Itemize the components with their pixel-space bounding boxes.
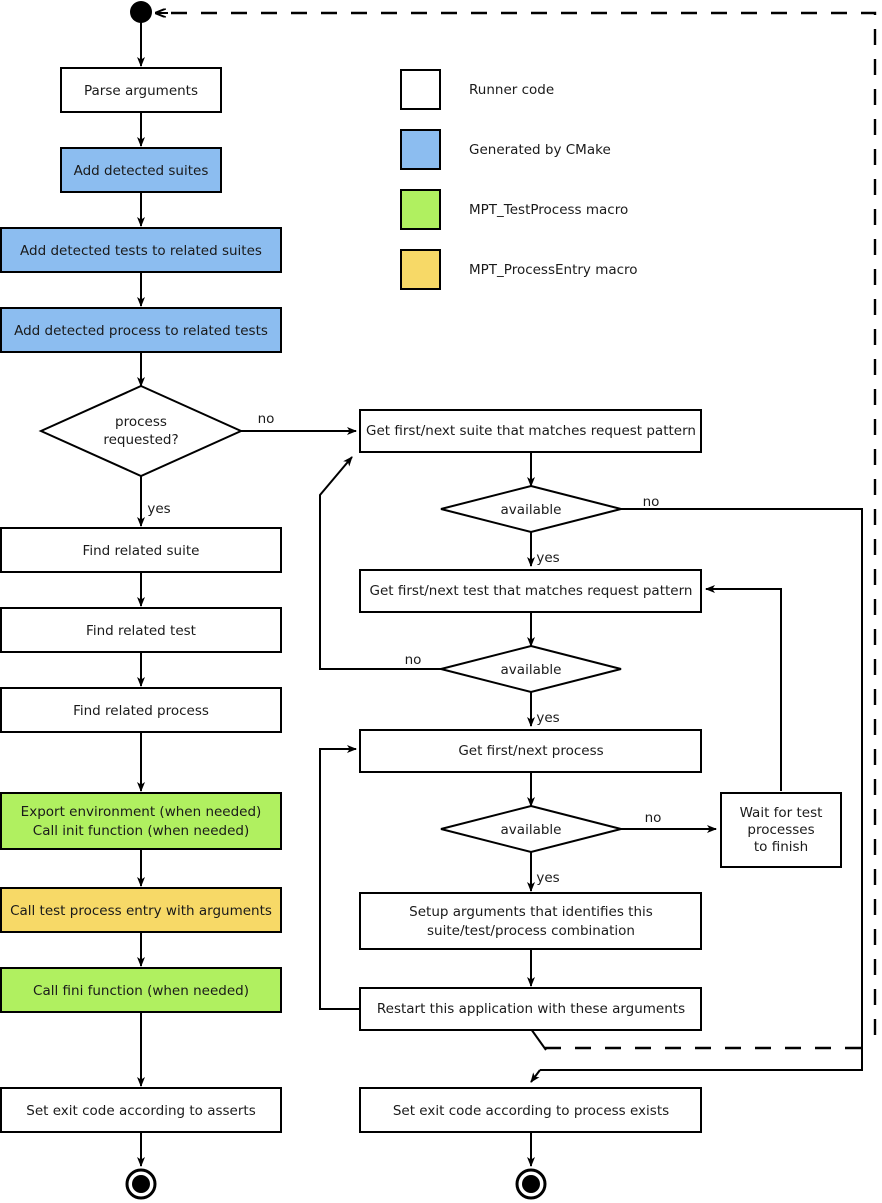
edge-restart-to-start <box>168 11 877 1035</box>
edges-layer <box>137 11 877 1167</box>
node-setup-arguments-label-line2: suite/test/process combination <box>427 923 635 939</box>
edge-suiteavail-no-arrow <box>530 1069 541 1083</box>
node-find-related-test-label: Find related test <box>86 623 196 639</box>
node-setup-arguments-label-line1: Setup arguments that identifies this <box>409 904 653 920</box>
node-parse-arguments-label: Parse arguments <box>84 83 198 99</box>
start-node <box>130 1 152 23</box>
node-get-next-suite-label: Get first/next suite that matches reques… <box>366 423 696 439</box>
edge-wait-to-gettest <box>705 585 782 791</box>
node-restart-application-label: Restart this application with these argu… <box>377 1001 685 1017</box>
node-setup-arguments[interactable]: Setup arguments that identifies this sui… <box>359 892 702 950</box>
node-process-available-decision[interactable]: available <box>440 804 622 854</box>
node-add-detected-process[interactable]: Add detected process to related tests <box>0 307 282 353</box>
legend-item-mpt-testprocess-macro: MPT_TestProcess macro <box>400 189 628 230</box>
node-export-environment[interactable]: Export environment (when needed) Call in… <box>0 792 282 850</box>
node-call-fini-function-label: Call fini function (when needed) <box>33 983 249 999</box>
node-add-detected-suites[interactable]: Add detected suites <box>60 147 222 193</box>
node-add-detected-tests-label: Add detected tests to related suites <box>20 243 262 259</box>
edge-label-test-available-no: no <box>405 652 422 668</box>
node-process-requested-decision[interactable]: process requested? <box>38 384 244 478</box>
edge-restart-to-getprocess <box>319 745 360 1010</box>
node-find-related-suite-label: Find related suite <box>83 543 200 559</box>
node-wait-for-test-processes[interactable]: Wait for test processes to finish <box>720 792 842 868</box>
legend: Runner code Generated by CMake MPT_TestP… <box>400 69 638 290</box>
edge-label-test-available-yes: yes <box>536 710 559 726</box>
node-call-test-process-entry-label: Call test process entry with arguments <box>10 903 272 919</box>
node-test-available-label: available <box>501 662 562 678</box>
node-test-available-decision[interactable]: available <box>440 644 622 694</box>
node-wait-label-line1: Wait for test <box>740 805 823 821</box>
node-find-related-suite[interactable]: Find related suite <box>0 527 282 573</box>
node-export-environment-label-line1: Export environment (when needed) <box>21 804 262 820</box>
node-add-detected-suites-label: Add detected suites <box>74 163 209 179</box>
node-get-next-suite[interactable]: Get first/next suite that matches reques… <box>359 409 702 453</box>
node-set-exit-code-process[interactable]: Set exit code according to process exist… <box>359 1087 702 1133</box>
node-process-requested-label-line2: requested? <box>103 432 178 448</box>
legend-label-generated-by-cmake: Generated by CMake <box>469 142 611 158</box>
edge-label-suite-available-yes: yes <box>536 550 559 566</box>
node-find-related-test[interactable]: Find related test <box>0 607 282 653</box>
node-set-exit-code-process-label: Set exit code according to process exist… <box>393 1103 669 1119</box>
edge-testavail-no <box>319 456 441 670</box>
edge-suiteavail-no <box>540 508 863 1071</box>
node-call-test-process-entry[interactable]: Call test process entry with arguments <box>0 887 282 933</box>
legend-label-runner-code: Runner code <box>469 82 554 98</box>
node-parse-arguments[interactable]: Parse arguments <box>60 67 222 113</box>
node-get-next-process[interactable]: Get first/next process <box>359 729 702 773</box>
edge-label-process-requested-no: no <box>258 411 275 427</box>
node-wait-label-line2: processes <box>747 822 814 838</box>
node-find-related-process-label: Find related process <box>73 703 209 719</box>
node-suite-available-decision[interactable]: available <box>440 484 622 534</box>
end-node-left <box>125 1168 157 1200</box>
node-process-available-label: available <box>501 822 562 838</box>
node-call-fini-function[interactable]: Call fini function (when needed) <box>0 967 282 1013</box>
node-set-exit-code-asserts[interactable]: Set exit code according to asserts <box>0 1087 282 1133</box>
node-add-detected-process-label: Add detected process to related tests <box>14 323 268 339</box>
node-get-next-process-label: Get first/next process <box>458 743 603 759</box>
legend-item-generated-by-cmake: Generated by CMake <box>400 129 611 170</box>
legend-item-mpt-processentry-macro: MPT_ProcessEntry macro <box>400 249 638 290</box>
node-get-next-test-label: Get first/next test that matches request… <box>370 583 693 599</box>
node-get-next-test[interactable]: Get first/next test that matches request… <box>359 569 702 613</box>
legend-label-mpt-processentry-macro: MPT_ProcessEntry macro <box>469 262 638 278</box>
edge-restart-diagonal-out <box>530 1028 547 1051</box>
legend-label-mpt-testprocess-macro: MPT_TestProcess macro <box>469 202 628 218</box>
node-restart-application[interactable]: Restart this application with these argu… <box>359 987 702 1031</box>
node-add-detected-tests[interactable]: Add detected tests to related suites <box>0 227 282 273</box>
node-export-environment-label-line2: Call init function (when needed) <box>33 823 249 839</box>
node-suite-available-label: available <box>501 502 562 518</box>
node-wait-label-line3: to finish <box>754 839 808 855</box>
end-node-right <box>515 1168 547 1200</box>
node-set-exit-code-asserts-label: Set exit code according to asserts <box>26 1103 256 1119</box>
edge-label-suite-available-no: no <box>643 494 660 510</box>
edge-label-process-available-no: no <box>645 810 662 826</box>
edge-label-process-available-yes: yes <box>536 870 559 886</box>
edge-label-process-requested-yes: yes <box>147 501 170 517</box>
legend-item-runner-code: Runner code <box>400 69 554 110</box>
node-find-related-process[interactable]: Find related process <box>0 687 282 733</box>
node-process-requested-label-line1: process <box>115 414 167 430</box>
